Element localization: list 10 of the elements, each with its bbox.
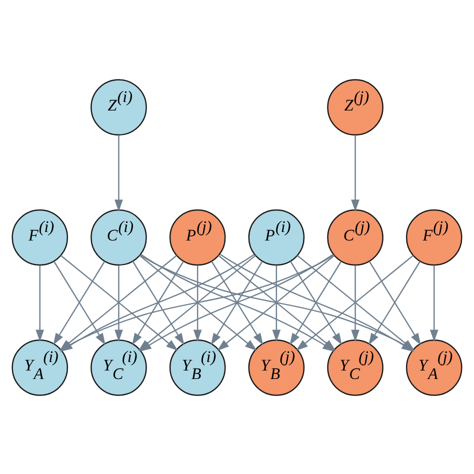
arrow xyxy=(53,260,106,345)
arrow xyxy=(430,264,438,342)
arrow xyxy=(193,264,202,342)
arrow xyxy=(351,134,360,212)
arrow xyxy=(114,134,123,212)
arrow xyxy=(368,260,421,345)
arrow xyxy=(36,264,44,342)
arrow xyxy=(351,264,360,342)
arrow xyxy=(272,264,281,342)
arrow xyxy=(114,264,123,342)
